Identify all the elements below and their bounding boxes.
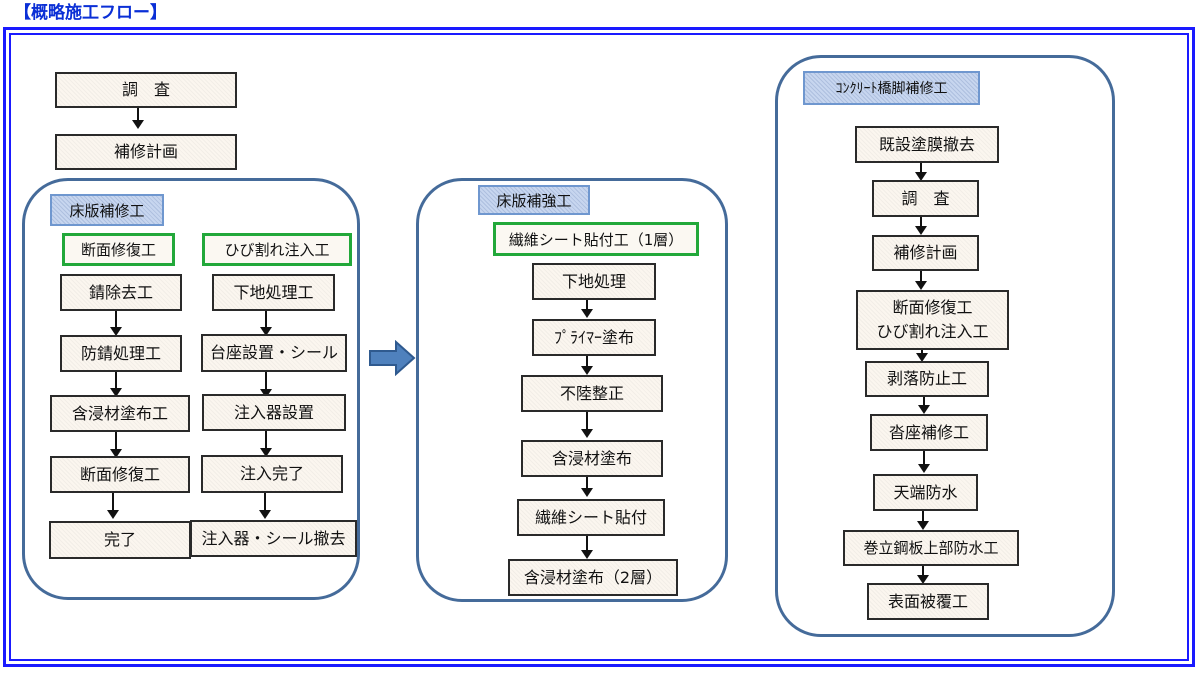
step-rust-prevention: 防錆処理工 — [60, 335, 182, 372]
panel-header-deck-repair: 床版補修工 — [50, 194, 164, 226]
step-section-repair-crack-injection: 断面修復工 ひび割れ注入工 — [856, 290, 1009, 350]
step-surface-prep: 下地処理 — [532, 263, 656, 300]
step-spalling-prevention: 剥落防止工 — [865, 361, 989, 397]
step-impregnant-coating: 含浸材塗布工 — [50, 395, 190, 432]
step-impregnant-coating-2-layer: 含浸材塗布（2層） — [508, 559, 678, 596]
step-complete: 完了 — [49, 521, 191, 559]
step-surface-coating: 表面被覆工 — [867, 583, 989, 620]
step-steel-jacket-waterproofing: 巻立鋼板上部防水工 — [843, 530, 1019, 566]
step-top-waterproofing: 天端防水 — [873, 474, 978, 511]
step-injection-complete: 注入完了 — [201, 455, 343, 493]
step-survey: 調 査 — [872, 180, 979, 217]
step-coating-removal: 既設塗膜撤去 — [855, 126, 999, 163]
sub-label-fiber-sheet: 繊維シート貼付工（1層） — [493, 222, 699, 256]
step-bearing-seat-repair: 沓座補修工 — [870, 414, 988, 451]
step-unevenness-leveling: 不陸整正 — [521, 375, 663, 412]
panel-header-deck-reinforce: 床版補強工 — [478, 185, 590, 215]
page-title: 【概略施工フロー】 — [14, 3, 167, 23]
panel-header-pier-repair: ｺﾝｸﾘｰﾄ橋脚補修工 — [803, 71, 980, 105]
step-rust-removal: 錆除去工 — [60, 274, 182, 311]
step-primer-coating: ﾌﾟﾗｲﾏｰ塗布 — [532, 319, 656, 356]
sub-label-section-repair: 断面修復工 — [62, 233, 175, 266]
step-section-repair: 断面修復工 — [50, 456, 190, 493]
outer-frame-inner — [9, 33, 1189, 661]
outer-frame — [3, 27, 1195, 667]
step-injector-install: 注入器設置 — [202, 394, 346, 431]
step-fiber-sheet-attach: 繊維シート貼付 — [517, 499, 665, 536]
step-base-seal: 台座設置・シール — [201, 334, 347, 372]
sub-label-crack-injection: ひび割れ注入工 — [202, 233, 352, 266]
step-impregnant-coating: 含浸材塗布 — [521, 440, 663, 477]
step-repair-plan: 補修計画 — [872, 235, 979, 271]
step-surface-prep: 下地処理工 — [212, 274, 335, 311]
right-block-arrow-icon — [369, 340, 416, 376]
flow-step-survey: 調 査 — [55, 72, 237, 108]
flow-step-repair-plan: 補修計画 — [55, 134, 237, 170]
step-injector-seal-removal: 注入器・シール撤去 — [190, 520, 357, 557]
